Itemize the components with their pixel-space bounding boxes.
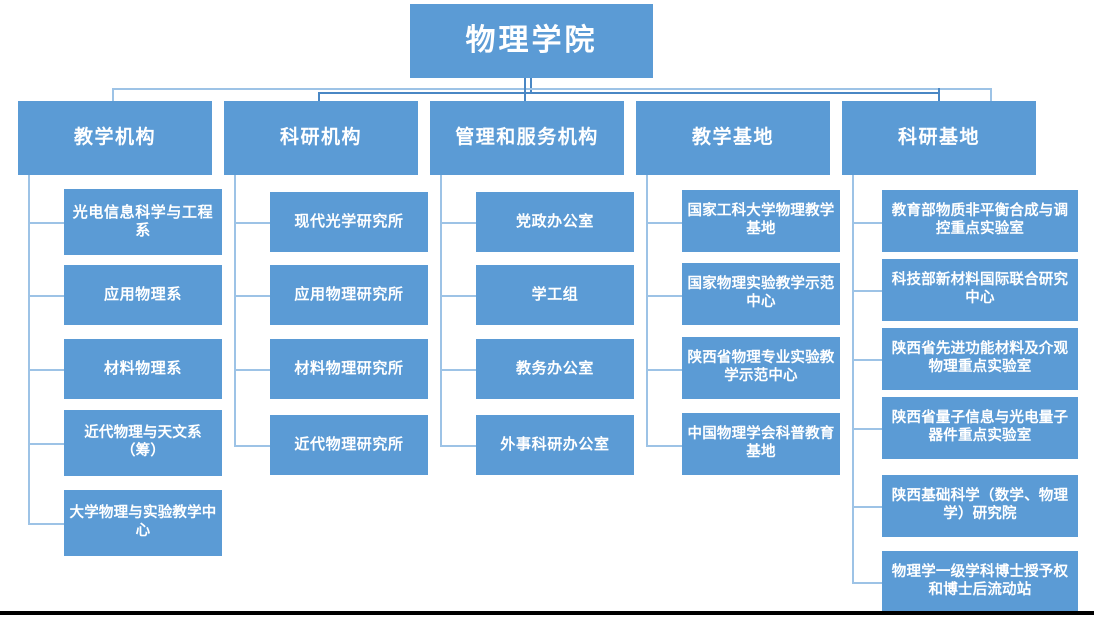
leaf-node-physics-doctoral-postdoctoral-station[interactable]: 物理学一级学科博士授予权和博士后流动站 [882,551,1078,613]
connector-drop-col-5 [990,88,992,102]
header-node-teaching-base[interactable]: 教学基地 [636,101,830,175]
connector-drop-col-3 [524,78,526,102]
spine-col-2 [234,175,236,447]
stub-col-5-item-6 [852,582,882,584]
leaf-node-moe-nonequilibrium-synthesis-lab[interactable]: 教育部物质非平衡合成与调控重点实验室 [882,190,1078,252]
stub-col-2-item-1 [234,222,270,224]
stub-col-4-item-3 [646,369,682,371]
stub-col-4-item-4 [646,445,682,447]
stub-col-1-item-2 [28,295,64,297]
stub-col-2-item-2 [234,295,270,297]
stub-col-4-item-1 [646,222,682,224]
connector-root-bus-right [938,88,990,90]
spine-col-3 [440,175,442,447]
header-node-teaching-org[interactable]: 教学机构 [18,101,212,175]
leaf-node-modern-physics-astronomy-dept[interactable]: 近代物理与天文系（筹） [64,410,222,476]
stub-col-3-item-3 [440,369,476,371]
connector-drop-col-1 [112,88,114,102]
stub-col-1-item-4 [28,443,64,445]
stub-col-5-item-4 [852,428,882,430]
bottom-divider-rule [0,611,1094,615]
header-node-research-base[interactable]: 科研基地 [842,101,1036,175]
leaf-node-national-engineering-physics-teaching-base[interactable]: 国家工科大学物理教学基地 [682,190,840,252]
leaf-node-materials-physics-institute[interactable]: 材料物理研究所 [270,339,428,399]
leaf-node-applied-physics-dept[interactable]: 应用物理系 [64,265,222,325]
leaf-node-most-new-materials-joint-research-center[interactable]: 科技部新材料国际联合研究中心 [882,259,1078,321]
stub-col-5-item-2 [852,290,882,292]
spine-col-1 [28,175,30,525]
spine-col-4 [646,175,648,447]
stub-col-4-item-2 [646,295,682,297]
stub-col-1-item-1 [28,222,64,224]
leaf-node-modern-optics-institute[interactable]: 现代光学研究所 [270,192,428,252]
stub-col-3-item-1 [440,222,476,224]
connector-drop-col-4 [938,88,940,102]
connector-root-bus-left [112,88,940,90]
leaf-node-shaanxi-basic-science-institute[interactable]: 陕西基础科学（数学、物理学）研究院 [882,475,1078,537]
header-node-research-org[interactable]: 科研机构 [224,101,418,175]
leaf-node-academic-affairs-office[interactable]: 教务办公室 [476,339,634,399]
leaf-node-shaanxi-physics-experiment-demo-center[interactable]: 陕西省物理专业实验教学示范中心 [682,337,840,399]
stub-col-3-item-4 [440,445,476,447]
leaf-node-student-affairs-group[interactable]: 学工组 [476,265,634,325]
leaf-node-university-physics-experiment-center[interactable]: 大学物理与实验教学中心 [64,490,222,556]
root-node-physics-college[interactable]: 物理学院 [410,4,653,78]
leaf-node-optoelectronic-info-dept[interactable]: 光电信息科学与工程系 [64,189,222,255]
stub-col-2-item-4 [234,445,270,447]
stub-col-1-item-5 [28,523,64,525]
leaf-node-shaanxi-quantum-info-optoelectronic-lab[interactable]: 陕西省量子信息与光电量子器件重点实验室 [882,397,1078,459]
leaf-node-foreign-affairs-research-office[interactable]: 外事科研办公室 [476,415,634,475]
stub-col-5-item-5 [852,506,882,508]
leaf-node-national-physics-experiment-demo-center[interactable]: 国家物理实验教学示范中心 [682,263,840,325]
stub-col-3-item-2 [440,295,476,297]
spine-col-5 [852,175,854,582]
leaf-node-modern-physics-institute[interactable]: 近代物理研究所 [270,415,428,475]
leaf-node-shaanxi-advanced-functional-materials-lab[interactable]: 陕西省先进功能材料及介观物理重点实验室 [882,328,1078,390]
leaf-node-applied-physics-institute[interactable]: 应用物理研究所 [270,265,428,325]
connector-root-drop [530,78,532,94]
connector-root-bus-inner [318,92,938,94]
stub-col-5-item-3 [852,359,882,361]
leaf-node-materials-physics-dept[interactable]: 材料物理系 [64,339,222,399]
stub-col-2-item-3 [234,369,270,371]
header-node-admin-service-org[interactable]: 管理和服务机构 [430,101,624,175]
stub-col-5-item-1 [852,222,882,224]
stub-col-1-item-3 [28,369,64,371]
leaf-node-party-admin-office[interactable]: 党政办公室 [476,192,634,252]
connector-drop-col-2 [318,92,320,102]
leaf-node-china-physics-society-science-popularization-base[interactable]: 中国物理学会科普教育基地 [682,413,840,475]
